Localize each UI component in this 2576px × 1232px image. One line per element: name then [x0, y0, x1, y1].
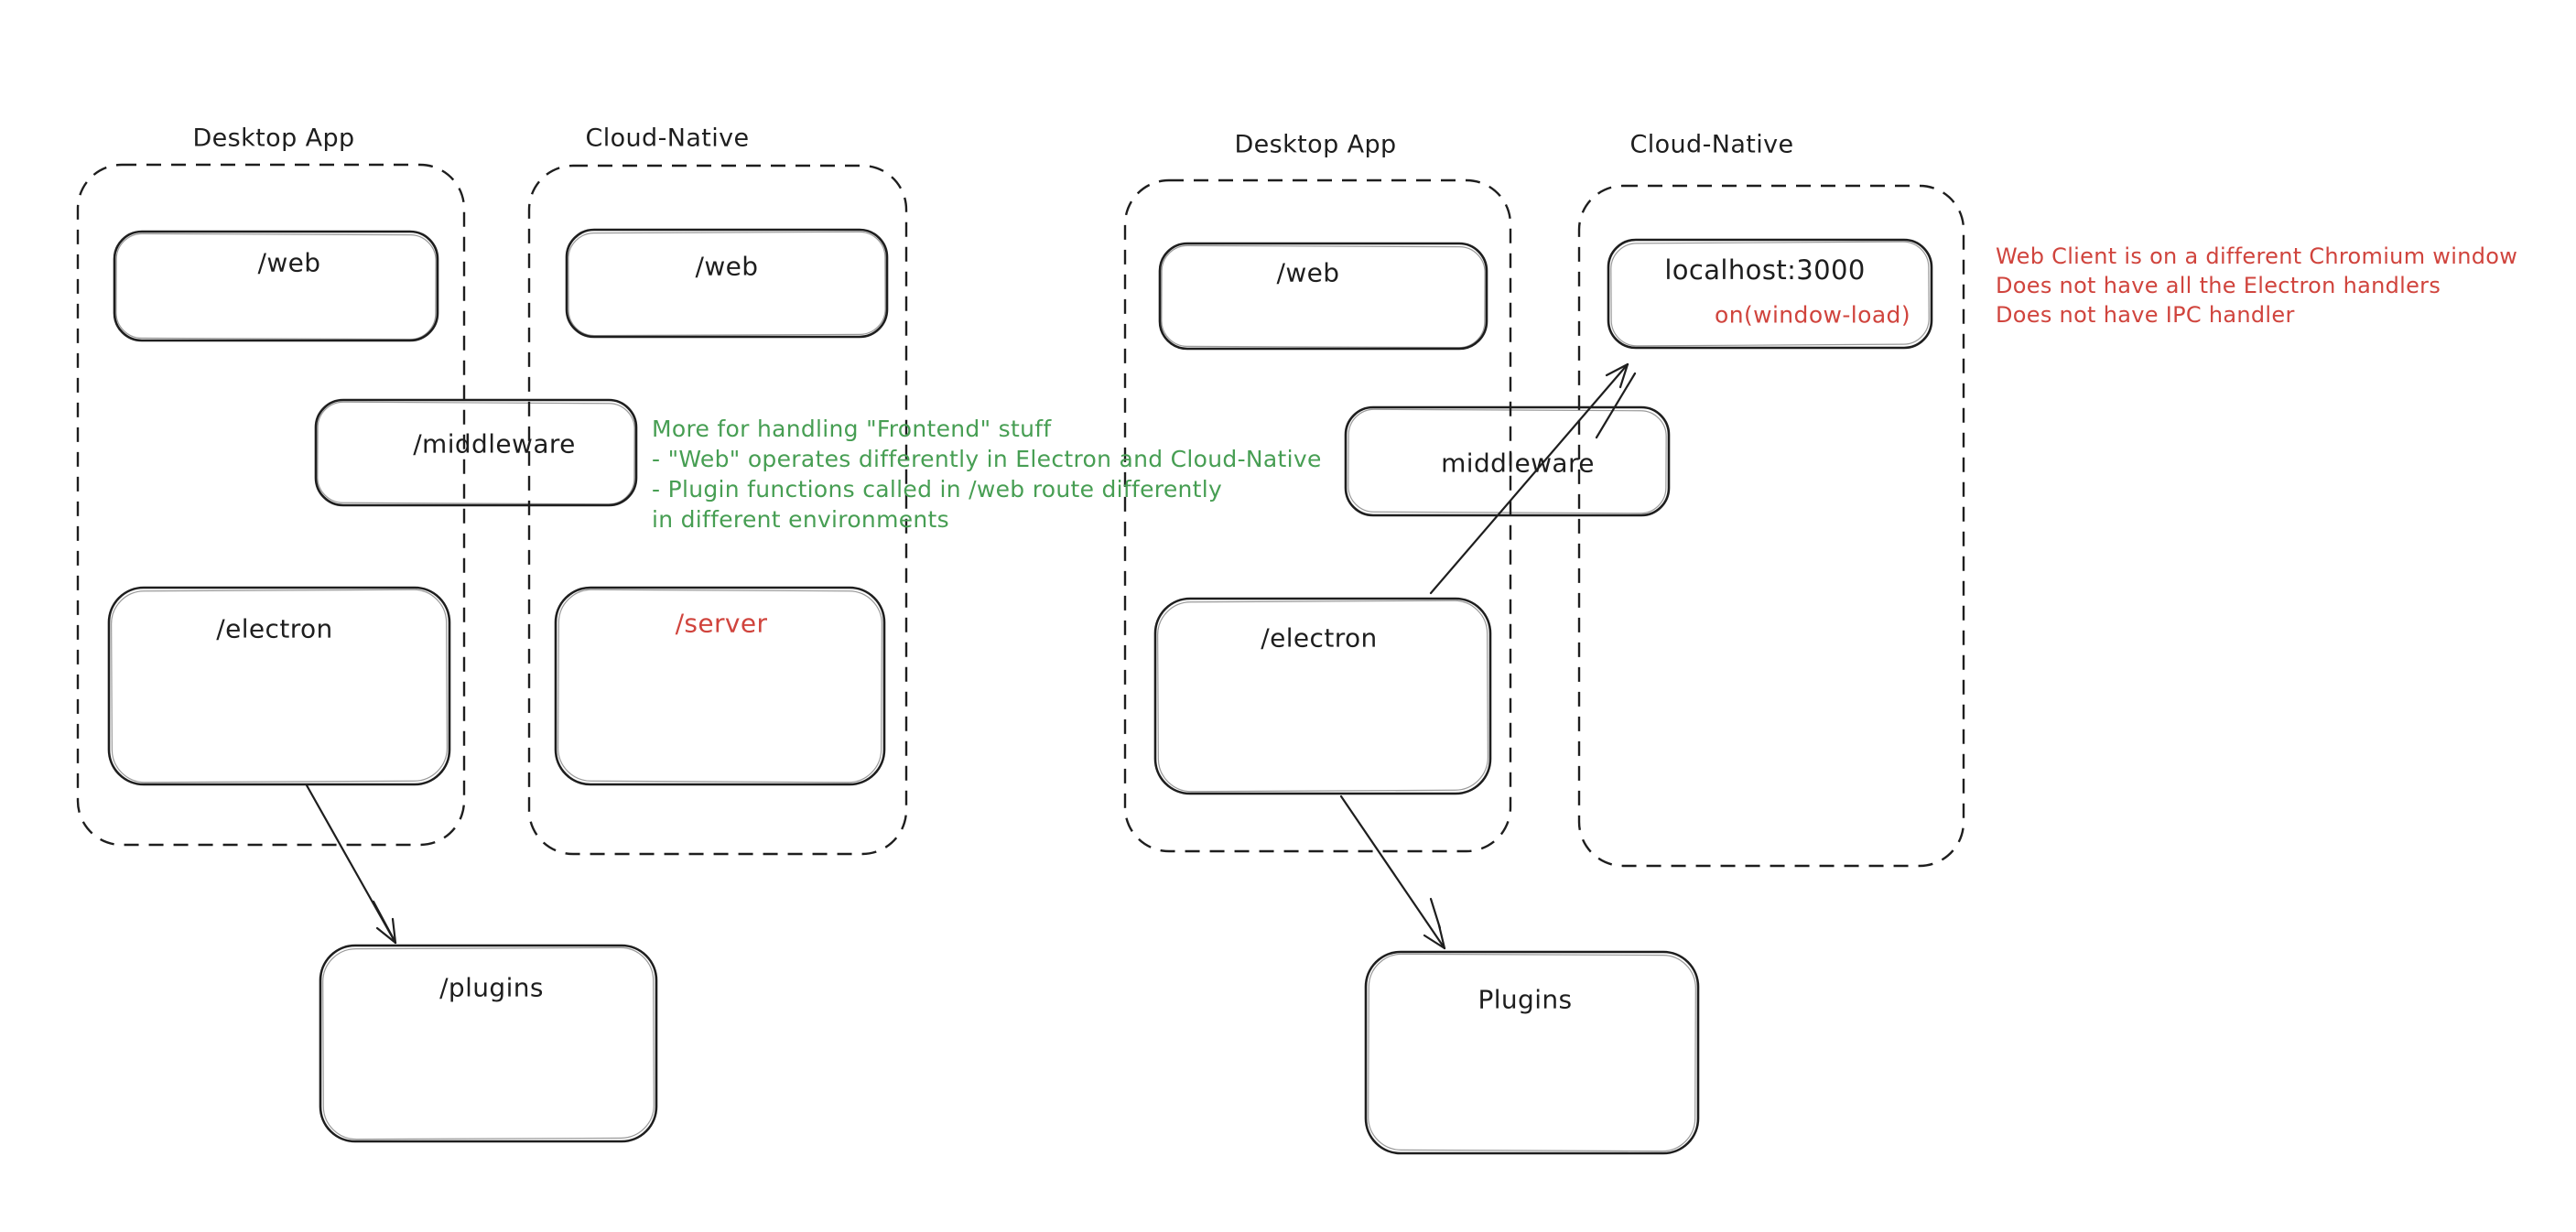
green-note-line-3: - Plugin functions called in /web route … [652, 476, 1223, 503]
container-desktop-app-left[interactable] [76, 163, 466, 847]
node-label-electron-left: /electron [216, 613, 333, 644]
node-label-web-right: /web [1276, 257, 1340, 288]
node-box-web-right[interactable] [1158, 242, 1488, 351]
node-box-plugins-left[interactable] [319, 944, 658, 1143]
red-annotation-note[interactable]: Web Client is on a different Chromium wi… [1996, 242, 2517, 330]
green-annotation-note[interactable]: More for handling "Frontend" stuff - "We… [652, 414, 1322, 535]
node-label-electron-right: /electron [1261, 622, 1378, 654]
node-box-plugins-right[interactable] [1364, 950, 1700, 1155]
arrow-electron-to-plugins-right[interactable] [1339, 794, 1446, 950]
arrow-electron-to-plugins-left[interactable] [305, 784, 397, 945]
green-note-line-1: More for handling "Frontend" stuff [652, 416, 1052, 442]
group-title-cloud-native-left[interactable]: Cloud-Native [585, 124, 750, 153]
node-box-electron-left[interactable] [107, 586, 451, 786]
node-label-middleware-right: middleware [1441, 448, 1595, 479]
container-cloud-native-right[interactable] [1577, 184, 1965, 868]
green-note-line-4: in different environments [652, 506, 949, 533]
container-cloud-native-left[interactable] [527, 164, 908, 856]
node-box-electron-right[interactable] [1153, 597, 1492, 795]
node-label-web-desktop-left: /web [257, 247, 321, 278]
node-box-web-desktop-left[interactable] [113, 230, 439, 342]
red-note-line-2: Does not have all the Electron handlers [1996, 273, 2441, 298]
node-box-web-cloud-left[interactable] [565, 228, 889, 339]
node-label-localhost-event-right: on(window-load) [1715, 301, 1910, 329]
node-label-localhost-right: localhost:3000 [1664, 254, 1866, 286]
node-label-plugins-left: /plugins [439, 972, 544, 1003]
node-box-server-left[interactable] [554, 586, 886, 786]
node-box-middleware-right[interactable] [1344, 405, 1671, 517]
group-title-desktop-app-right[interactable]: Desktop App [1234, 130, 1397, 159]
green-note-line-2: - "Web" operates differently in Electron… [652, 446, 1322, 472]
node-label-plugins-right: Plugins [1477, 984, 1573, 1015]
arrow-electron-to-localhost-right[interactable] [1429, 362, 1637, 595]
node-label-server-left: /server [675, 608, 768, 639]
node-box-middleware-left[interactable] [314, 398, 638, 507]
node-box-localhost-right[interactable] [1607, 238, 1933, 350]
red-note-line-3: Does not have IPC handler [1996, 302, 2295, 328]
group-title-cloud-native-right[interactable]: Cloud-Native [1629, 130, 1794, 159]
container-desktop-app-right[interactable] [1123, 178, 1512, 853]
node-label-web-cloud-left: /web [695, 251, 759, 282]
red-note-line-1: Web Client is on a different Chromium wi… [1996, 243, 2518, 269]
group-title-desktop-app-left[interactable]: Desktop App [192, 124, 355, 153]
node-label-middleware-left: /middleware [413, 428, 576, 459]
